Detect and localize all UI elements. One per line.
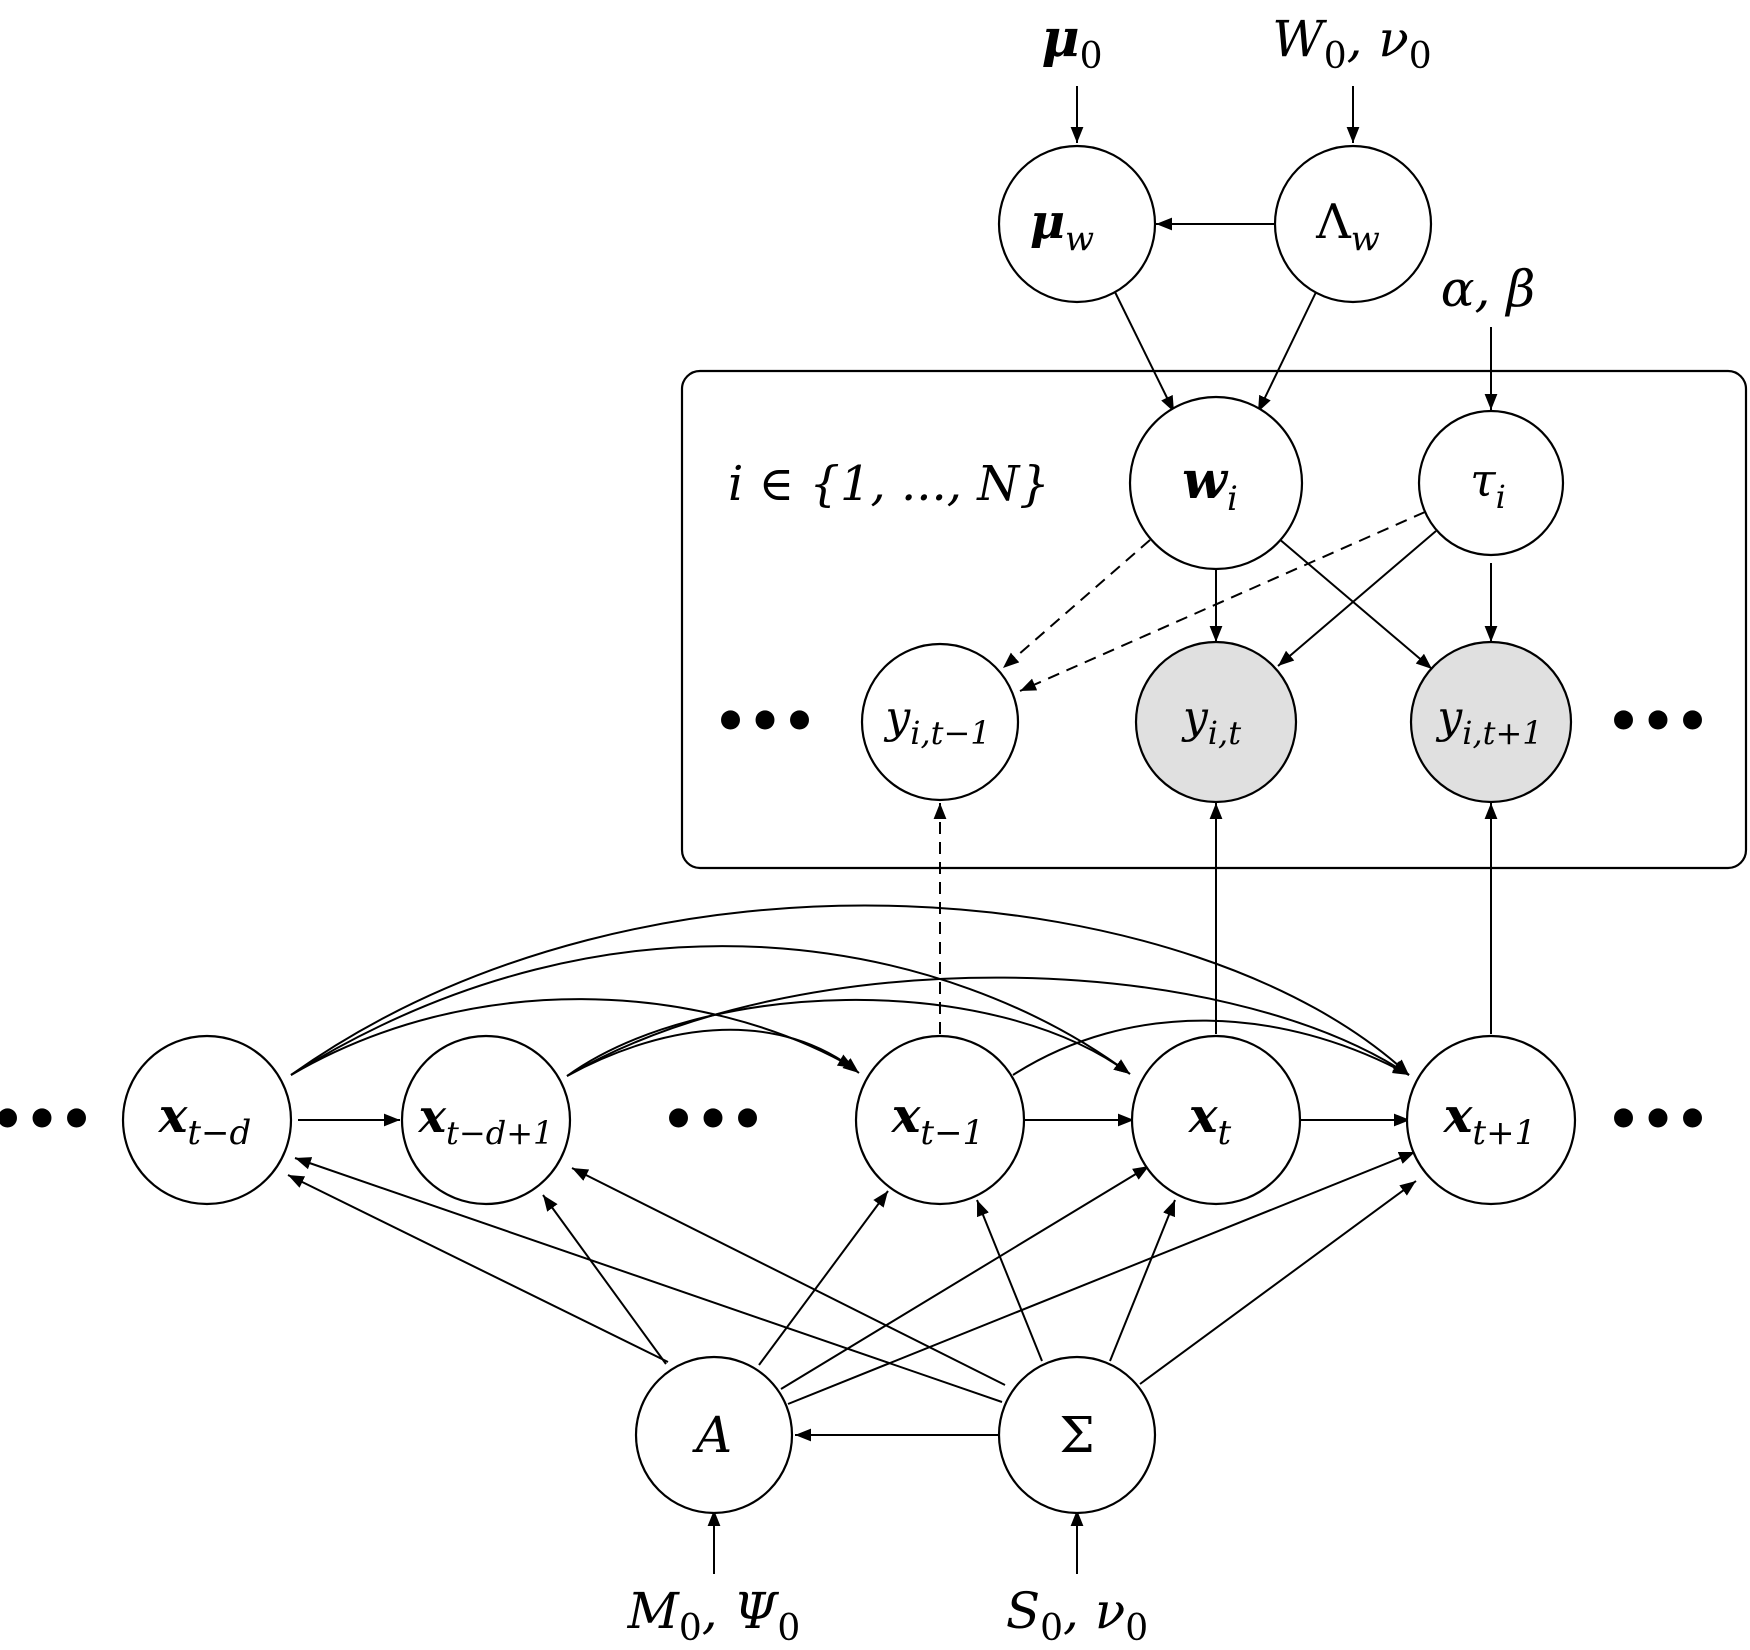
edge-Sigma-xt <box>1109 1199 1176 1362</box>
edge-Sigma-xtm1 <box>976 1199 1043 1362</box>
svg-text:xt+1: xt+1 <box>1443 1088 1536 1153</box>
svg-text:yi,t−1: yi,t−1 <box>883 692 990 752</box>
hyper-alpha-beta: α, β <box>1441 260 1535 318</box>
node-y-i-tm1: yi,t−1 <box>860 642 1020 802</box>
node-lambda-w: Λw <box>1273 144 1433 304</box>
node-A: A <box>634 1355 794 1515</box>
ellipsis-y-left: ••• <box>713 690 817 753</box>
node-y-i-t: yi,t <box>1134 640 1298 804</box>
hyper-S0-nu0: S0, ν0 <box>1006 1582 1148 1649</box>
hyper-M0-Psi0: M0, Ψ0 <box>627 1582 801 1649</box>
node-x-tmd1: xt−d+1 <box>400 1034 572 1206</box>
edge-muw-wi <box>1112 287 1175 413</box>
node-x-tp1: xt+1 <box>1405 1034 1577 1206</box>
ellipsis-x-left: ••• <box>0 1088 94 1151</box>
edge-A-xtmd1 <box>542 1194 667 1365</box>
node-x-tm1: xt−1 <box>854 1034 1026 1206</box>
edge-tau-ytm1 <box>1019 511 1426 692</box>
node-tau-i: τi <box>1417 409 1565 557</box>
node-x-tmd: xt−d <box>121 1034 293 1206</box>
svg-text:τi: τi <box>1470 453 1506 516</box>
svg-text:wi: wi <box>1182 450 1238 519</box>
svg-text:A: A <box>692 1406 732 1464</box>
edge-wi-ytp1 <box>1277 537 1433 670</box>
edge-Lambdaw-wi <box>1257 287 1319 413</box>
edge-Sigma-xtmd <box>294 1157 1003 1403</box>
svg-text:yi,t: yi,t <box>1181 692 1241 752</box>
edge-A-xtm1 <box>758 1190 889 1366</box>
edge-tau-yt <box>1277 530 1437 667</box>
arc-xtmd-xtm1 <box>290 998 855 1076</box>
plate-label: i ∈ {1, ..., N} <box>728 456 1050 512</box>
svg-text:yi,t+1: yi,t+1 <box>1435 692 1542 752</box>
edge-A-xtmd <box>287 1174 669 1363</box>
node-mu-w: μw <box>997 144 1157 304</box>
node-y-i-tp1: yi,t+1 <box>1409 640 1573 804</box>
hyper-W0-nu0: W0, ν0 <box>1272 10 1431 77</box>
arc-xtmd1-xtm1 <box>566 1028 860 1077</box>
node-Sigma: Σ <box>997 1355 1157 1515</box>
edge-A-xt <box>780 1165 1150 1390</box>
arc-xtmd1-xtp1 <box>566 976 1410 1077</box>
arc-xtmd-xtp1 <box>290 904 1410 1076</box>
ellipsis-x-middle: ••• <box>661 1088 765 1151</box>
arc-xtmd-xt <box>290 945 1131 1076</box>
hyper-mu0: μ0 <box>1042 8 1103 77</box>
edge-wi-ytm1 <box>1002 539 1151 669</box>
svg-text:Σ: Σ <box>1059 1406 1094 1464</box>
plate-box <box>680 369 1748 870</box>
svg-text:xt−1: xt−1 <box>891 1088 984 1153</box>
edge-A-xtp1 <box>787 1151 1416 1405</box>
edge-Sigma-xtmd1 <box>571 1167 1006 1386</box>
svg-text:xt: xt <box>1188 1088 1232 1153</box>
svg-text:Λw: Λw <box>1315 194 1380 259</box>
edges <box>287 86 1498 1574</box>
edge-Sigma-xtp1 <box>1139 1180 1417 1385</box>
svg-text:xt−d+1: xt−d+1 <box>418 1089 554 1152</box>
svg-text:xt−d: xt−d <box>158 1088 252 1153</box>
svg-text:μw: μw <box>1030 194 1094 259</box>
arc-xtm1-xtp1 <box>1012 1019 1410 1076</box>
node-w-i: wi <box>1128 395 1304 571</box>
arc-xtmd1-xt <box>566 999 1131 1077</box>
ellipsis-y-right: ••• <box>1606 690 1710 753</box>
ellipsis-x-right: ••• <box>1606 1088 1710 1151</box>
node-x-t: xt <box>1130 1034 1302 1206</box>
